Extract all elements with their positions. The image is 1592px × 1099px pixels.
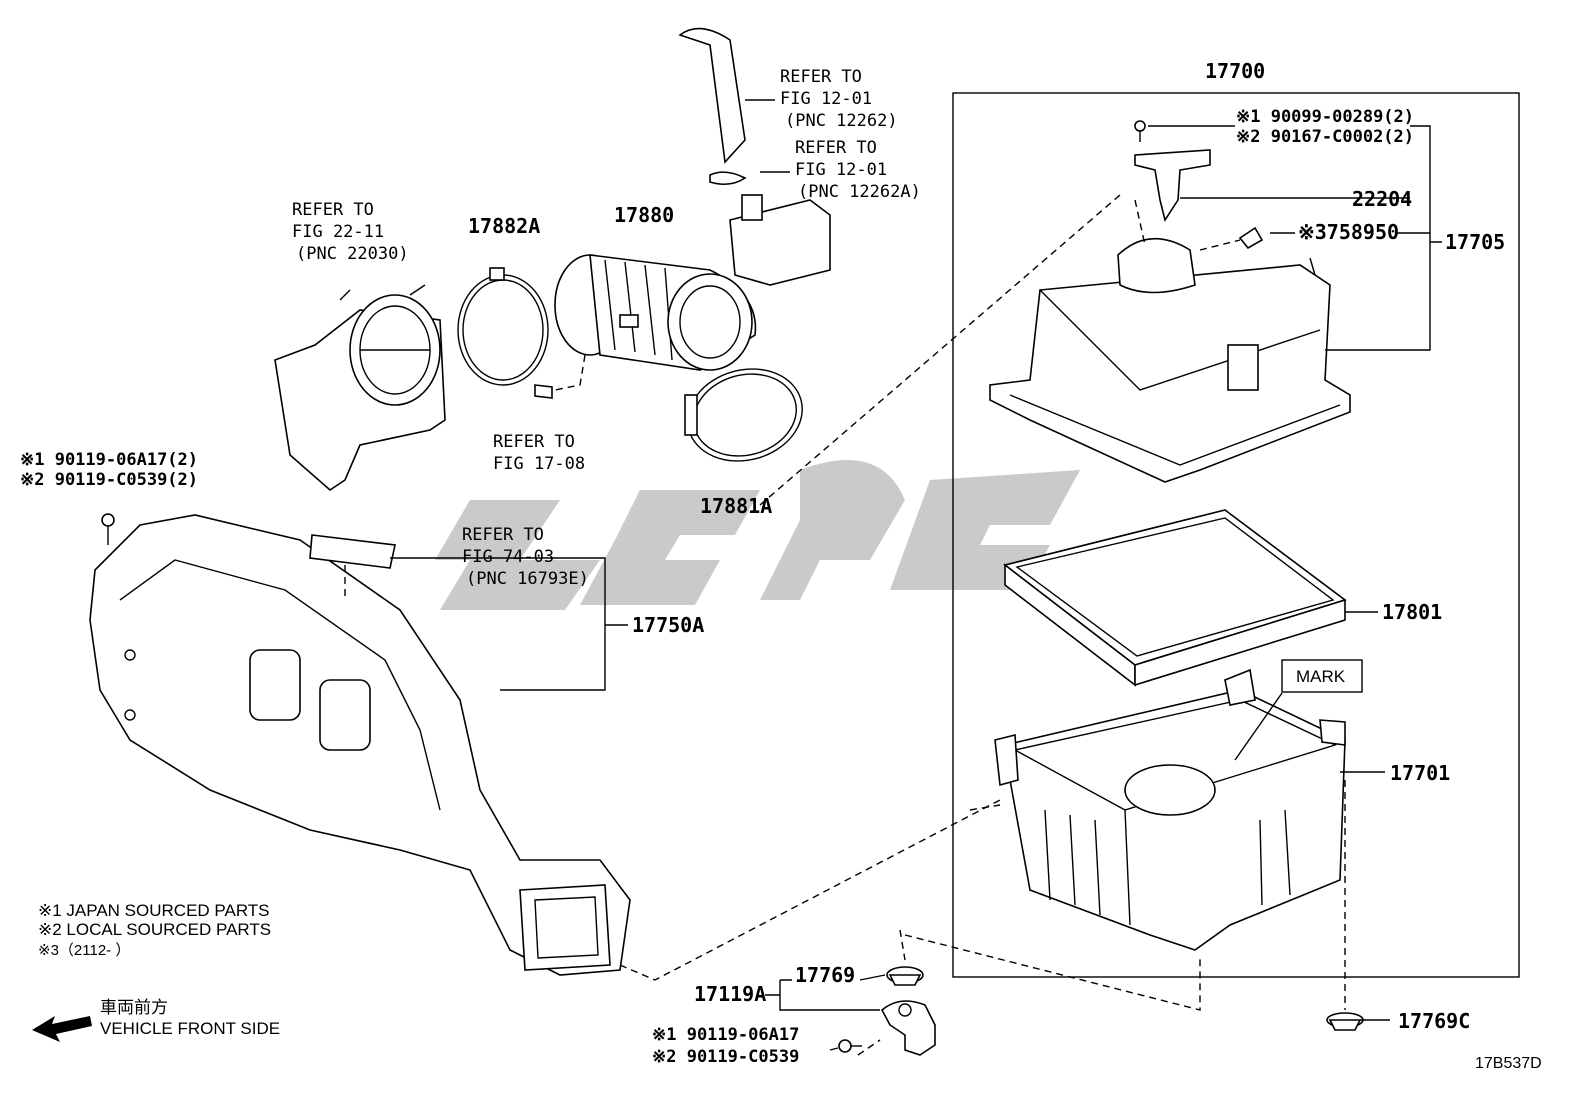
label-758950-icon <box>1238 226 1264 250</box>
part-22204[interactable]: 22204 <box>1352 187 1412 211</box>
svg-text:※1 90119-06A17(2): ※1 90119-06A17(2) <box>20 450 198 470</box>
svg-text:REFER TO: REFER TO <box>292 200 374 220</box>
dashed-guides <box>344 194 1346 1056</box>
part-17750a[interactable]: 17750A <box>632 613 704 637</box>
bracket-17119a-icon <box>880 1000 936 1056</box>
svg-text:(PNC 12262): (PNC 12262) <box>785 111 898 131</box>
diagram-code: 17B537D <box>1475 1055 1542 1072</box>
bolt-spec-left: ※1 90119-06A17(2) ※2 90119-C0539(2) <box>20 450 198 490</box>
leader-lines <box>390 99 1442 1051</box>
watermark-logo <box>435 460 1080 610</box>
svg-text:REFER TO: REFER TO <box>795 138 877 158</box>
svg-text:(PNC 22030): (PNC 22030) <box>296 244 409 264</box>
breather-hose <box>678 27 747 186</box>
assembly-code-17700: 17700 <box>1205 59 1265 83</box>
svg-text:(PNC 16793E): (PNC 16793E) <box>466 569 589 589</box>
svg-text:※2 LOCAL SOURCED PARTS: ※2 LOCAL SOURCED PARTS <box>38 920 271 939</box>
air-intake-hose-17880 <box>554 254 757 371</box>
grommet-17769c-icon <box>1326 1012 1364 1031</box>
assembly-box <box>952 92 1520 978</box>
hose-clamp-17881a <box>684 368 803 462</box>
arrow-left-icon <box>32 1016 92 1042</box>
part-758950[interactable]: ※3758950 <box>1298 220 1399 244</box>
part-17882a[interactable]: 17882A <box>468 214 540 238</box>
reference-fig-17-08: REFER TO FIG 17-08 <box>493 432 585 474</box>
part-17801[interactable]: 17801 <box>1382 600 1442 624</box>
mark-label: MARK <box>1296 667 1346 686</box>
svg-text:VEHICLE FRONT SIDE: VEHICLE FRONT SIDE <box>100 1019 280 1038</box>
bolt-bottom-icon <box>838 1039 862 1053</box>
reference-fig-74-03: REFER TO FIG 74-03 (PNC 16793E) <box>462 525 589 589</box>
hose-clamp-17882a <box>457 267 549 386</box>
resonator <box>729 194 831 286</box>
legend: ※1 JAPAN SOURCED PARTS ※2 LOCAL SOURCED … <box>38 901 271 959</box>
pin-icon <box>534 384 553 399</box>
mark-box <box>1281 659 1363 693</box>
label-plate-icon <box>309 534 396 569</box>
reference-fig-22-11: REFER TO FIG 22-11 (PNC 22030) <box>292 200 409 264</box>
svg-text:※3（2112- ）: ※3（2112- ） <box>38 942 130 959</box>
svg-text:FIG 17-08: FIG 17-08 <box>493 454 585 474</box>
svg-text:※2 90119-C0539: ※2 90119-C0539 <box>652 1047 799 1067</box>
part-17119a[interactable]: 17119A <box>694 982 766 1006</box>
svg-text:※1 JAPAN SOURCED PARTS: ※1 JAPAN SOURCED PARTS <box>38 901 270 920</box>
vehicle-front-indicator: 車両前方 VEHICLE FRONT SIDE <box>32 998 280 1042</box>
part-17769[interactable]: 17769 <box>795 963 855 987</box>
svg-text:FIG 12-01: FIG 12-01 <box>780 89 872 109</box>
bolt-spec-bottom: ※1 90119-06A17 ※2 90119-C0539 <box>652 1025 799 1067</box>
part-17881a[interactable]: 17881A <box>700 494 772 518</box>
reference-fig-12-01-a: REFER TO FIG 12-01 (PNC 12262) <box>780 67 898 131</box>
svg-text:車両前方: 車両前方 <box>100 998 168 1017</box>
bolt-top-icon <box>1134 120 1146 142</box>
svg-text:REFER TO: REFER TO <box>462 525 544 545</box>
air-filter-element <box>1003 509 1347 687</box>
svg-text:※1 90119-06A17: ※1 90119-06A17 <box>652 1025 799 1045</box>
reference-fig-12-01-b: REFER TO FIG 12-01 (PNC 12262A) <box>795 138 921 202</box>
part-17880[interactable]: 17880 <box>614 203 674 227</box>
part-17705[interactable]: 17705 <box>1445 230 1505 254</box>
air-cleaner-lower-case <box>994 668 1346 951</box>
part-17769c[interactable]: 17769C <box>1398 1009 1470 1033</box>
svg-text:※2 90119-C0539(2): ※2 90119-C0539(2) <box>20 470 198 490</box>
svg-text:※1 90099-00289(2): ※1 90099-00289(2) <box>1236 107 1414 127</box>
svg-text:FIG 22-11: FIG 22-11 <box>292 222 384 242</box>
svg-text:REFER TO: REFER TO <box>780 67 862 87</box>
part-17701[interactable]: 17701 <box>1390 761 1450 785</box>
svg-text:(PNC 12262A): (PNC 12262A) <box>798 182 921 202</box>
svg-text:※2 90167-C0002(2): ※2 90167-C0002(2) <box>1236 127 1414 147</box>
clamp-22204 <box>1134 149 1211 222</box>
svg-text:FIG 12-01: FIG 12-01 <box>795 160 887 180</box>
air-inlet-duct-17750a <box>89 514 631 976</box>
svg-text:FIG 74-03: FIG 74-03 <box>462 547 554 567</box>
bolt-spec-top: ※1 90099-00289(2) ※2 90167-C0002(2) <box>1236 107 1414 147</box>
grommet-17769-icon <box>886 966 924 986</box>
svg-text:REFER TO: REFER TO <box>493 432 575 452</box>
throttle-body <box>274 284 446 492</box>
bolt-left-icon <box>101 513 115 545</box>
air-cleaner-upper-case <box>989 237 1351 483</box>
